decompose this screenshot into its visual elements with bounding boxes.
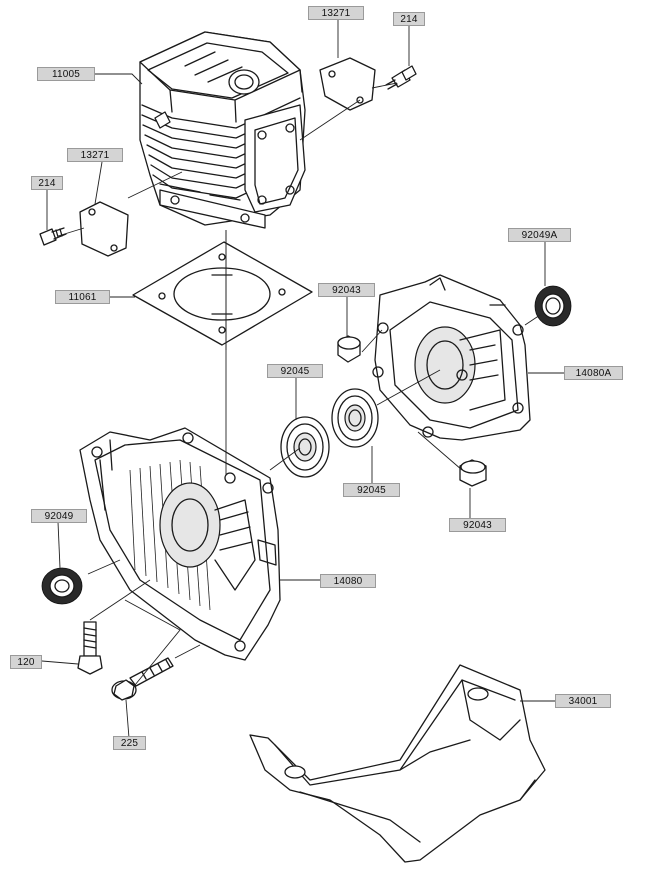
label-crankcase-left[interactable]: 14080 [320,574,376,588]
gasket-cover-left-drawing [79,201,129,257]
leader-lines [41,20,564,739]
label-crankcase-right[interactable]: 14080A [564,366,623,380]
flange-bolt-drawing [111,657,174,701]
oil-seal-right-drawing [534,285,572,327]
label-flange-bolt[interactable]: 225 [113,736,146,750]
label-pin-upper[interactable]: 92043 [318,283,375,297]
stud-bolt-drawing [77,621,103,675]
bearing-left-drawing [280,416,330,478]
crankcase-left-drawing [79,427,281,661]
gasket-cover-top-drawing [319,57,376,111]
pin-lower-drawing [459,459,487,487]
bolt-left-drawing [39,227,67,246]
label-oil-seal-right[interactable]: 92049A [508,228,571,242]
label-bearing-right[interactable]: 92045 [343,483,400,497]
label-stud-bolt[interactable]: 120 [10,655,42,669]
cylinder-drawing [139,31,306,229]
crankcase-right-drawing [372,274,531,441]
label-bearing-left[interactable]: 92045 [267,364,323,378]
label-cover[interactable]: 34001 [555,694,611,708]
bearing-right-drawing [331,388,379,448]
label-cylinder[interactable]: 11005 [37,67,95,81]
label-oil-seal-left[interactable]: 92049 [31,509,87,523]
pin-upper-drawing [337,335,361,363]
cylinder-gasket-drawing [132,241,313,346]
label-gasket-cover-top[interactable]: 13271 [308,6,364,20]
label-cylinder-gasket[interactable]: 11061 [55,290,110,304]
oil-seal-left-drawing [41,567,83,605]
label-bolt-left[interactable]: 214 [31,176,63,190]
cover-drawing [249,664,546,863]
bolt-top-drawing [385,65,417,90]
label-bolt-top[interactable]: 214 [393,12,425,26]
label-gasket-cover-left[interactable]: 13271 [67,148,123,162]
label-pin-lower[interactable]: 92043 [449,518,506,532]
